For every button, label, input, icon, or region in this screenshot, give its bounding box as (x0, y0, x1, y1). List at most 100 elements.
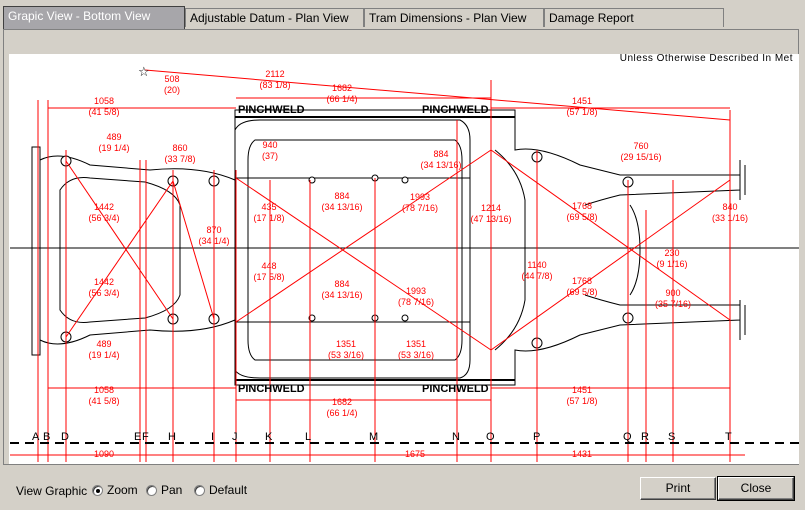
underbody-diagram: ☆ PINCHWELD PINCHWELD PINCHWELD PINCHWEL… (10, 65, 799, 462)
tab-adjustable-datum[interactable]: Adjustable Datum - Plan View (185, 8, 364, 27)
datum-letter: I (211, 431, 214, 443)
dim-value-in: (33 7/8) (164, 154, 195, 164)
frame-diagram-canvas[interactable]: ☆ PINCHWELD PINCHWELD PINCHWELD PINCHWEL… (9, 54, 799, 464)
dim-value: 860 (172, 143, 187, 153)
datum-letter: J (232, 431, 238, 443)
dim-value-in: (47 13/16) (470, 214, 511, 224)
tab-damage-report[interactable]: Damage Report (544, 8, 724, 27)
dim-value-in: (83 1/8) (259, 80, 290, 90)
datum-letter: H (168, 431, 176, 443)
dim-value-in: (69 5/8) (566, 287, 597, 297)
radio-selected-icon[interactable] (92, 484, 103, 496)
datum-letter: D (61, 431, 69, 443)
dim-value: 1431 (572, 449, 592, 459)
dim-value: 1351 (336, 339, 356, 349)
default-radio-label: Default (209, 483, 248, 497)
dim-value: 1675 (405, 449, 425, 459)
dim-value: 1682 (332, 83, 352, 93)
dim-value: 435 (261, 202, 276, 212)
dim-value-in: (37) (262, 151, 278, 161)
dim-value: 1140 (527, 260, 546, 270)
dimension-lines (10, 69, 745, 456)
datum-letter-row: A B D E F H I J K L M N O P Q R S T (32, 431, 732, 443)
dim-value-in: (57 1/8) (566, 107, 597, 117)
dim-value-in: (41 5/8) (88, 107, 119, 117)
dim-value-in: (9 1/16) (656, 259, 687, 269)
frame-mounting-points (60, 151, 634, 349)
datum-letter: M (369, 431, 378, 443)
print-button[interactable]: Print (640, 477, 716, 500)
dim-value-in: (53 3/16) (328, 350, 364, 360)
pinchweld-label-bottom-left: PINCHWELD (238, 383, 305, 395)
datum-letter: Q (623, 431, 632, 443)
dim-value-in: (56 3/4) (88, 213, 119, 223)
dim-value-in: (44 7/8) (521, 271, 552, 281)
datum-letter: N (452, 431, 460, 443)
close-button[interactable]: Close (717, 476, 795, 501)
pinchweld-label-top-left: PINCHWELD (238, 104, 305, 116)
dim-value: 489 (106, 132, 121, 142)
datum-letter: L (305, 431, 311, 443)
radio-icon[interactable] (146, 484, 157, 496)
dim-value: 1682 (332, 397, 352, 407)
vehicle-frame-outline (10, 109, 799, 386)
dim-value-in: (34 1/4) (198, 236, 229, 246)
dim-value: 1214 (481, 203, 501, 213)
dim-value-in: (33 1/16) (712, 213, 748, 223)
dim-value-in: (66 1/4) (326, 408, 357, 418)
dim-value: 1993 (406, 286, 426, 296)
dim-value-in: (29 15/16) (620, 152, 661, 162)
datum-letter: E (134, 431, 141, 443)
dim-value: 900 (665, 288, 680, 298)
datum-letter: K (265, 431, 273, 443)
dim-value-in: (69 5/8) (566, 212, 597, 222)
dim-value: 1351 (406, 339, 426, 349)
dim-value: 940 (262, 140, 277, 150)
tab-tram-dimensions[interactable]: Tram Dimensions - Plan View (364, 8, 544, 27)
dim-value: 1451 (572, 385, 592, 395)
dimension-labels: 508 (20) 2112 (83 1/8) 1682 (66 1/4) 145… (88, 69, 748, 459)
dim-value: 230 (664, 248, 679, 258)
dim-value: 884 (334, 279, 349, 289)
datum-letter: P (533, 431, 540, 443)
dim-value: 1768 (572, 276, 592, 286)
datum-letter: B (43, 431, 50, 443)
dim-value-in: (56 3/4) (88, 288, 119, 298)
pinchweld-label-top-right: PINCHWELD (422, 104, 489, 116)
zoom-radio-label: Zoom (107, 483, 138, 497)
tab-graphic-view-bottom[interactable]: Grapic View - Bottom View (3, 6, 185, 29)
dim-value-in: (20) (164, 85, 180, 95)
dim-value: 2112 (265, 69, 284, 79)
dim-value: 840 (722, 202, 737, 212)
datum-letter: S (668, 431, 675, 443)
dim-value: 1451 (572, 96, 592, 106)
pan-radio[interactable]: Pan (146, 483, 182, 497)
dim-value: 489 (96, 339, 111, 349)
zoom-radio[interactable]: Zoom (92, 483, 138, 497)
dim-value-in: (19 1/4) (98, 143, 129, 153)
dim-value: 1058 (94, 385, 114, 395)
dim-value: 1090 (94, 449, 114, 459)
pinchweld-label-bottom-right: PINCHWELD (422, 383, 489, 395)
datum-letter: T (725, 431, 732, 443)
datum-lines (37, 80, 731, 462)
dim-value-in: (53 3/16) (398, 350, 434, 360)
datum-letter: F (142, 431, 149, 443)
dim-value: 508 (164, 74, 179, 84)
dim-value: 760 (633, 141, 648, 151)
radio-icon[interactable] (194, 484, 205, 496)
view-graphic-label: View Graphic (16, 484, 88, 498)
dim-value-in: (34 13/16) (420, 160, 461, 170)
dim-value-in: (78 7/16) (402, 203, 438, 213)
pan-radio-label: Pan (161, 483, 183, 497)
dim-value-in: (41 5/8) (88, 396, 119, 406)
dim-value: 1442 (94, 202, 114, 212)
datum-letter: A (32, 431, 40, 443)
dim-value: 448 (261, 261, 276, 271)
default-radio[interactable]: Default (194, 483, 247, 497)
dim-value: 1768 (572, 201, 592, 211)
dim-value: 884 (433, 149, 448, 159)
datum-letter: O (486, 431, 495, 443)
reference-star-icon: ☆ (138, 65, 150, 80)
datum-letter: R (641, 431, 649, 443)
